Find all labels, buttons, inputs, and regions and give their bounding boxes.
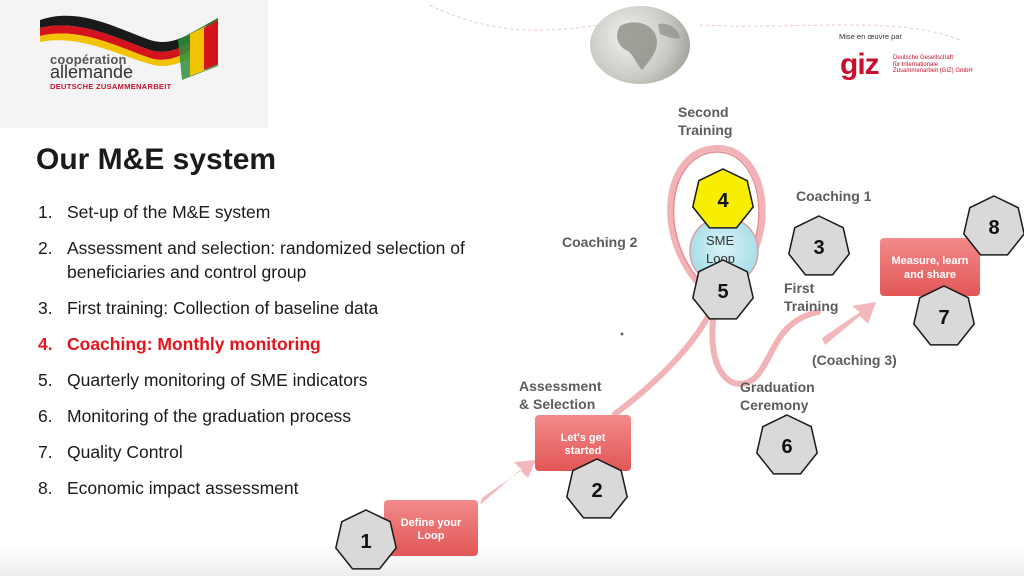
step-badge-shape — [565, 458, 629, 519]
box-define-label-1: Define your — [401, 517, 462, 529]
giz-subtitle-line1: Deutsche Gesellschaft — [893, 55, 954, 61]
label-assessment-2: & Selection — [519, 396, 595, 412]
list-item-number: 6. — [38, 406, 53, 426]
list-item: 2. Assessment and selection: randomized s… — [38, 236, 467, 284]
step-badge-shape — [912, 285, 976, 346]
step-badge-number: 7 — [938, 307, 949, 329]
giz-subtitle-line3: Zusammenarbeit (GIZ) GmbH — [893, 68, 973, 74]
list-item-number: 1. — [38, 202, 53, 222]
box-measure-label-1: Measure, learn — [891, 255, 968, 267]
step-badge-8: 8 — [962, 195, 1024, 256]
step-badge-shape — [334, 509, 398, 570]
box-define-label-2: Loop — [418, 530, 445, 542]
label-graduation-2: Ceremony — [740, 397, 809, 413]
decorative-arc — [429, 4, 601, 31]
step-badge-2: 2 — [565, 458, 629, 519]
logo-line-deutsche: DEUTSCHE ZUSAMMENARBEIT — [50, 82, 172, 91]
label-second-training-1: Second — [678, 104, 729, 120]
me-steps-list: 1. Set-up of the M&E system 2. Assessment … — [38, 200, 467, 512]
box-started-label-1: Let's get — [561, 432, 606, 444]
label-first-training-2: Training — [784, 298, 838, 314]
box-measure-learn-share: Measure, learn and share — [880, 238, 980, 296]
list-item-text: Monitoring of the graduation process — [67, 406, 352, 426]
list-item-number: 4. — [38, 334, 53, 354]
flow-arrow-1 — [480, 460, 536, 505]
step-badge-number: 5 — [717, 281, 728, 303]
giz-logo: giz — [840, 48, 880, 81]
list-item-text: Set-up of the M&E system — [67, 202, 271, 222]
list-item-number: 3. — [38, 298, 53, 318]
list-item-text: Quality Control — [67, 442, 183, 462]
box-started-label-2: started — [565, 445, 602, 457]
label-second-training-2: Training — [678, 122, 732, 138]
step-badge-number: 2 — [591, 480, 602, 502]
list-item: 7. Quality Control — [38, 440, 467, 464]
label-coaching-2: Coaching 2 — [562, 234, 638, 250]
step-badge-shape — [962, 195, 1024, 256]
step-badge-1: 1 — [334, 509, 398, 570]
step-badge-number: 6 — [781, 436, 792, 458]
step-badge-6: 6 — [755, 414, 819, 475]
list-item-text: Economic impact assessment — [67, 478, 299, 498]
decorative-arc — [699, 24, 961, 41]
label-first-training-1: First — [784, 280, 815, 296]
label-coaching-1: Coaching 1 — [796, 188, 872, 204]
step-badge-shape — [787, 215, 851, 276]
list-item-number: 8. — [38, 478, 53, 498]
globe-icon — [590, 6, 690, 84]
bottom-band — [0, 548, 1024, 576]
giz-subtitle: Deutsche Gesellschaft für Internationale… — [893, 55, 973, 75]
list-item: 1. Set-up of the M&E system — [38, 200, 467, 224]
step-badge-3: 3 — [787, 215, 851, 276]
box-define-your-loop: Define your Loop — [384, 500, 478, 556]
list-item: 3. First training: Collection of baseline… — [38, 296, 467, 320]
list-item-number: 2. — [38, 238, 53, 258]
list-item-text: First training: Collection of baseline d… — [67, 298, 379, 318]
giz-caption: Mise en œuvre par — [839, 32, 902, 41]
logo-line-cooperation: coopération — [50, 52, 127, 67]
box-lets-get-started: Let's get started — [535, 415, 631, 471]
step-badge-5: 5 — [691, 259, 755, 320]
step-badges: 1 2 3 4 5 6 7 8 — [334, 168, 1024, 570]
label-assessment-1: Assessment — [519, 378, 602, 394]
label-coaching-3: (Coaching 3) — [812, 352, 897, 368]
giz-subtitle-line2: für Internationale — [893, 61, 939, 68]
sme-loop-label-1: SME — [706, 233, 735, 248]
list-item: 8. Economic impact assessment — [38, 476, 467, 500]
list-item: 6. Monitoring of the graduation process — [38, 404, 467, 428]
box-measure-label-2: and share — [904, 269, 956, 281]
flag-ribbon-icon — [40, 15, 218, 80]
list-item: 5. Quarterly monitoring of SME indicators — [38, 368, 467, 392]
list-item-text: Quarterly monitoring of SME indicators — [67, 370, 368, 390]
list-item-number: 7. — [38, 442, 53, 462]
step-badge-shape — [691, 259, 755, 320]
step-badge-shape — [691, 168, 755, 229]
label-graduation-1: Graduation — [740, 379, 815, 395]
step-badge-4: 4 — [691, 168, 755, 229]
list-item-text: Assessment and selection: randomized sel… — [67, 238, 465, 282]
page-title: Our M&E system — [36, 143, 277, 176]
logo-line-allemande: allemande — [50, 62, 134, 82]
list-item-active: 4. Coaching: Monthly monitoring — [38, 332, 467, 356]
step-badge-number: 1 — [360, 531, 371, 553]
step-badge-7: 7 — [912, 285, 976, 346]
step-badge-shape — [755, 414, 819, 475]
flow-arrow-2 — [822, 302, 876, 345]
cooperation-allemande-logo: coopération allemande DEUTSCHE ZUSAMMENA… — [0, 0, 268, 128]
list-item-number: 5. — [38, 370, 53, 390]
globe-continents — [617, 22, 680, 70]
step-badge-number: 4 — [717, 190, 729, 212]
step-badge-number: 3 — [813, 237, 824, 259]
list-item-text: Coaching: Monthly monitoring — [67, 334, 321, 354]
step-badge-number: 8 — [988, 217, 999, 239]
stray-dot — [620, 332, 624, 336]
